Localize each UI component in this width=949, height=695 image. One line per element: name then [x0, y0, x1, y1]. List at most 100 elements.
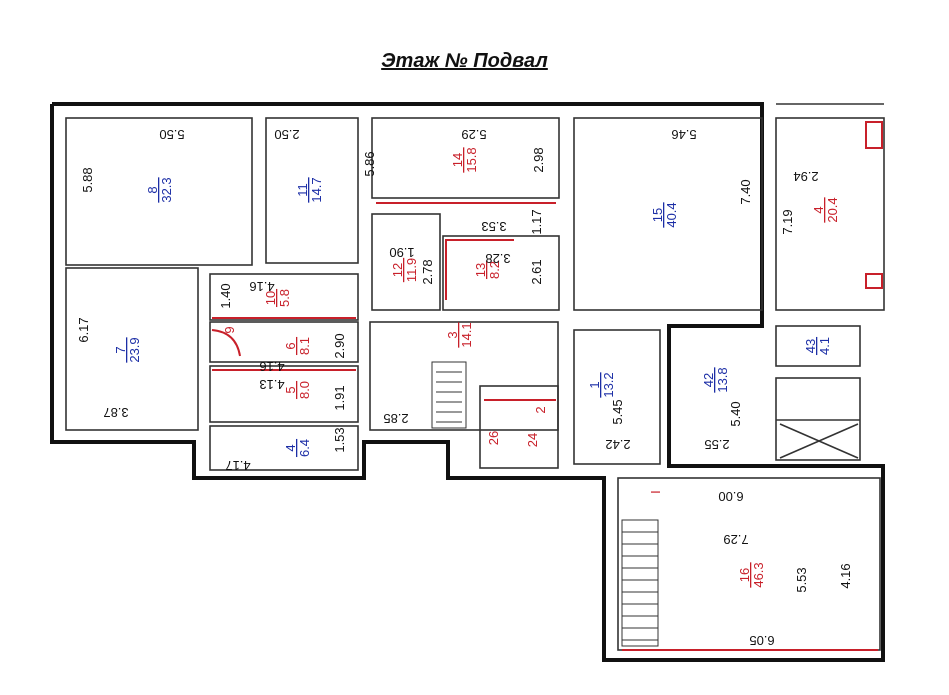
room-area: 20.4	[825, 197, 840, 222]
dimension-label: 5.46	[671, 127, 696, 142]
room-label-14: 1415.8	[450, 147, 479, 172]
dimension-label: 1.40	[218, 283, 233, 308]
room-number: 4	[811, 206, 826, 213]
room-outline-11	[265, 117, 359, 264]
lift-cross-b	[779, 423, 859, 459]
room-area: 11.9	[404, 258, 419, 282]
room-number: 15	[650, 208, 665, 222]
room-number: 5	[283, 386, 298, 393]
room-label-8: 832.3	[145, 177, 174, 202]
room-label-13: 138.2	[473, 261, 502, 279]
room-outline-7	[65, 267, 199, 431]
room-number: 2	[533, 406, 548, 413]
room-number: 11	[295, 183, 310, 197]
dimension-label: 7.19	[780, 209, 795, 234]
dimension-label: 2.98	[531, 147, 546, 172]
dimension-label: 4.13	[259, 377, 284, 392]
room-area: 13.2	[601, 372, 616, 397]
room-label-12: 1211.9	[390, 258, 419, 282]
room-outline-1	[573, 329, 661, 465]
dimension-label: 5.50	[159, 127, 184, 142]
room-outline-4b	[775, 117, 885, 311]
room-number: 24	[525, 433, 540, 447]
room-outline-3	[369, 321, 559, 431]
dimension-label: 2.90	[332, 333, 347, 358]
room-label-2: 2	[533, 406, 548, 413]
room-label-15: 1540.4	[650, 202, 679, 227]
room-outline-14	[371, 117, 560, 199]
room-area: 23.9	[127, 337, 142, 362]
room-number: I	[648, 490, 663, 494]
room-outline-15	[573, 117, 763, 311]
room-label-10: 105.8	[263, 289, 292, 307]
dimension-label: 7.29	[723, 532, 748, 547]
dimension-label: 2.78	[420, 259, 435, 284]
red-partitions	[211, 121, 883, 651]
dimension-label: 5.86	[362, 151, 377, 176]
room-number: 9	[222, 326, 237, 333]
interior-walls	[65, 103, 885, 651]
stair-block-b	[621, 519, 659, 647]
room-area: 15.8	[464, 147, 479, 172]
room-label-42: 4213.8	[701, 367, 730, 392]
dimension-label: 5.53	[794, 567, 809, 592]
dimension-label: 5.45	[610, 399, 625, 424]
room-label-11: 1114.7	[295, 177, 324, 202]
dimension-label: 1.17	[529, 209, 544, 234]
room-label-4a: 46.4	[283, 439, 312, 457]
room-area: 8.1	[297, 337, 312, 355]
dimension-label: 2.85	[383, 411, 408, 426]
room-number: 8	[145, 186, 160, 193]
room-area: 8.0	[297, 381, 312, 399]
dimension-label: 2.61	[529, 259, 544, 284]
room-number: 13	[473, 263, 488, 277]
dimension-label: 4.16	[838, 563, 853, 588]
room-area: 6.4	[297, 439, 312, 457]
dimension-label: 5.29	[461, 127, 486, 142]
room-number: 14	[450, 153, 465, 167]
room-outline-6	[209, 321, 359, 363]
room-label-26: 26	[486, 431, 501, 445]
dimension-label: 5.88	[80, 167, 95, 192]
room-number: 42	[701, 373, 716, 387]
stair-block-a	[431, 361, 467, 429]
room-label-5: 58.0	[283, 381, 312, 399]
dimension-label: 2.42	[605, 437, 630, 452]
page-title: Этаж № Подвал	[381, 50, 548, 72]
room-area: 14.7	[309, 177, 324, 202]
room-area: 5.8	[277, 289, 292, 307]
dimension-label: 4.16	[249, 279, 274, 294]
dimension-label: 2.50	[274, 127, 299, 142]
dimension-label: 5.40	[728, 401, 743, 426]
room-label-24: 24	[525, 433, 540, 447]
room-outline-lift	[775, 377, 861, 461]
room-area: 40.4	[664, 202, 679, 227]
room-label-3: 314.1	[445, 322, 474, 347]
room-label-I: I	[648, 490, 663, 494]
room-outline-4a	[209, 425, 359, 471]
room-outline-13	[442, 235, 560, 311]
room-outline-2	[479, 385, 559, 469]
dimension-label: 6.17	[76, 317, 91, 342]
room-area: 14.1	[459, 322, 474, 347]
dimension-label: 6.05	[749, 633, 774, 648]
dimension-label: 1.90	[389, 245, 414, 260]
room-number: 4	[283, 444, 298, 451]
room-area: 32.3	[159, 177, 174, 202]
room-outline-10	[209, 273, 359, 321]
room-number: 1	[587, 381, 602, 388]
dimension-label: 7.40	[738, 179, 753, 204]
room-number: 12	[390, 263, 405, 277]
room-label-4b: 420.4	[811, 197, 840, 222]
room-number: 16	[737, 568, 752, 582]
room-outline-43	[775, 325, 861, 367]
room-number: 26	[486, 431, 501, 445]
room-outline-12	[371, 213, 441, 311]
dimension-label: 3.87	[103, 405, 128, 420]
room-label-16: 1646.3	[737, 562, 766, 587]
room-outline-5	[209, 365, 359, 423]
room-label-6: 68.1	[283, 337, 312, 355]
exterior-wall-main	[50, 102, 885, 662]
stairs	[431, 361, 659, 647]
